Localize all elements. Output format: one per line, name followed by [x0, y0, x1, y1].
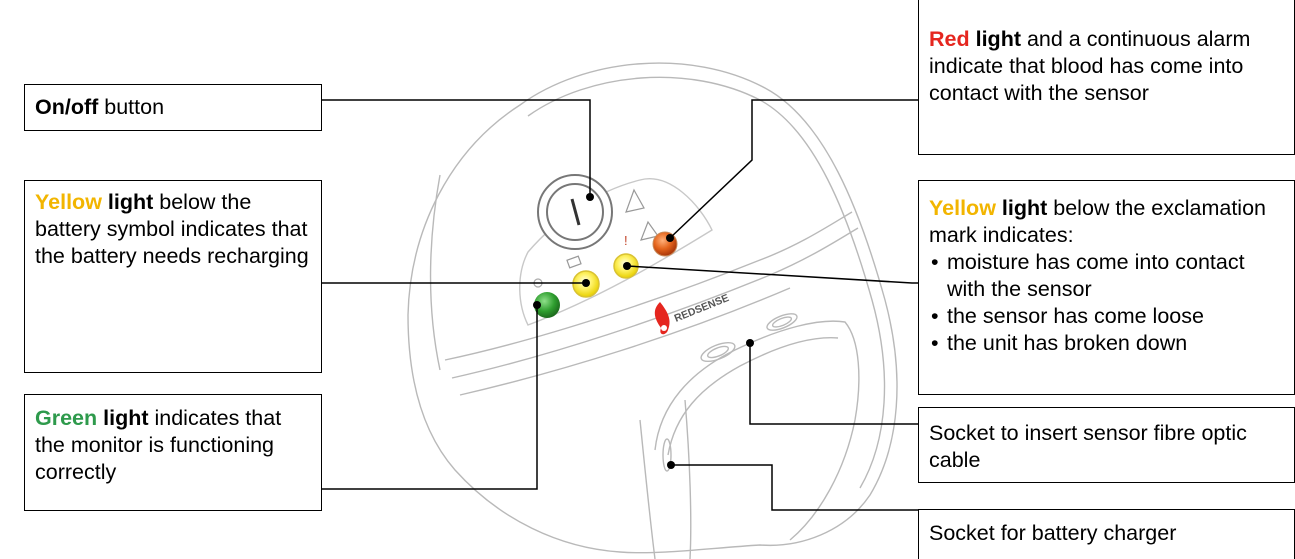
- fibre-text: Socket to insert sensor fibre optic cabl…: [929, 421, 1247, 472]
- battery-color-word: Yellow: [35, 190, 102, 214]
- green-bold: light: [103, 406, 149, 430]
- list-item: the unit has broken down: [929, 330, 1284, 357]
- redsense-logo: REDSENSE: [654, 292, 731, 335]
- power-button-icon: [537, 174, 613, 250]
- leader-dots: [533, 193, 754, 469]
- charger-text: Socket for battery charger: [929, 521, 1177, 545]
- excl-color-word: Yellow: [929, 196, 996, 220]
- callout-red-light: Red light and a continuous alarm indicat…: [918, 0, 1295, 155]
- excl-bullet-list: moisture has come into contact with the …: [929, 249, 1284, 357]
- list-item: moisture has come into contact with the …: [929, 249, 1284, 303]
- green-rest: indicates that the monitor is functionin…: [35, 406, 282, 484]
- excl-rest: below the exclamation mark indicates:: [929, 196, 1266, 247]
- warning-triangle-icon: [625, 188, 660, 241]
- onoff-bold: On/off: [35, 95, 99, 119]
- green-color-word: Green: [35, 406, 98, 430]
- callout-charger-socket: Socket for battery charger: [918, 509, 1295, 559]
- green-light: [534, 292, 560, 318]
- leader-onoff: [321, 99, 591, 197]
- red-rest: and a continuous alarm indicate that blo…: [929, 27, 1251, 105]
- battery-bold: light: [107, 190, 154, 214]
- leader-red: [669, 99, 918, 239]
- exclamation-mark-icon: !: [624, 233, 628, 248]
- callout-exclamation-light: Yellow light below the exclamation mark …: [918, 180, 1295, 395]
- leader-charger: [671, 464, 918, 511]
- leader-fibre: [749, 343, 918, 425]
- device-outline: [407, 62, 898, 559]
- callout-onoff: On/off button: [24, 84, 322, 131]
- excl-bold: light: [1001, 196, 1048, 220]
- leader-excl: [626, 265, 918, 284]
- callout-battery-light: Yellow light below the battery symbol in…: [24, 180, 322, 373]
- callout-green-light: Green light indicates that the monitor i…: [24, 394, 322, 511]
- red-color-word: Red: [929, 27, 970, 51]
- red-bold: light: [975, 27, 1021, 51]
- brand-text: REDSENSE: [673, 292, 731, 325]
- onoff-rest: button: [98, 95, 165, 119]
- leader-green: [321, 305, 538, 490]
- list-item: the sensor has come loose: [929, 303, 1284, 330]
- battery-symbol-icon: [566, 255, 582, 269]
- leader-lines: [321, 99, 918, 511]
- callout-fibre-socket: Socket to insert sensor fibre optic cabl…: [918, 407, 1295, 483]
- battery-rest: below the battery symbol indicates that …: [35, 190, 309, 268]
